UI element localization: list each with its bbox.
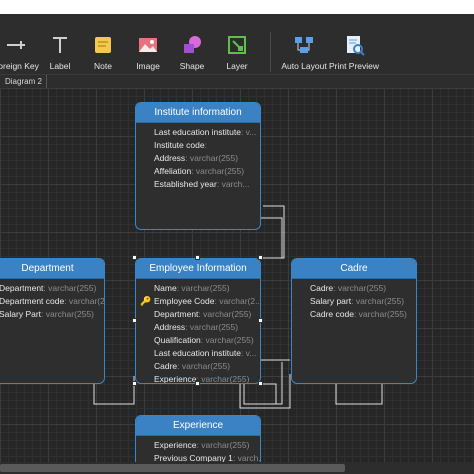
field-row[interactable]: Last education institute: v... [154, 348, 257, 358]
note-label: Note [94, 61, 112, 71]
connector-institute-employee-2 [262, 205, 285, 259]
entity-experience[interactable]: Experience Experience: varchar(255) Prev… [135, 415, 261, 462]
entity-cadre[interactable]: Cadre Cadre: varchar(255) Salary part: v… [291, 258, 417, 384]
field-row[interactable]: Previous Company 1: varch... [154, 453, 260, 462]
resize-handle[interactable] [258, 318, 263, 323]
connector-employee-experience [262, 383, 277, 404]
shape-button[interactable]: Shape [176, 14, 208, 74]
entity-employee-information[interactable]: Employee Information Name: varchar(255) … [135, 258, 261, 384]
resize-handle[interactable] [258, 381, 263, 386]
toolbar-separator [270, 32, 271, 72]
field-row[interactable]: Cadre: varchar(255) [310, 283, 387, 293]
print-preview-button[interactable]: Print Preview [328, 14, 380, 74]
horizontal-scrollbar[interactable] [0, 462, 474, 474]
image-label: Image [136, 61, 160, 71]
field-row[interactable]: Department: varchar(255) [0, 283, 97, 293]
note-button[interactable]: Note [88, 14, 118, 74]
field-row[interactable]: Name: varchar(255) [154, 283, 230, 293]
relationship-connectors [93, 205, 383, 409]
field-row[interactable]: Address: varchar(255) [154, 153, 239, 163]
connector-employee-cadre-2 [243, 362, 283, 405]
field-row[interactable]: Department: varchar(255) [154, 309, 252, 319]
layer-button[interactable]: Layer [222, 14, 252, 74]
field-row[interactable]: Experience: varchar(255) [154, 374, 250, 384]
label-label: Label [49, 61, 71, 71]
field-row[interactable]: Cadre code: varchar(255) [310, 309, 407, 319]
image-icon [137, 34, 159, 56]
diagram-canvas[interactable]: Institute information Last education ins… [0, 88, 474, 462]
field-row[interactable]: Address: varchar(255) [154, 322, 239, 332]
entity-department[interactable]: Department Department: varchar(255) Depa… [0, 258, 105, 384]
auto-layout-icon [293, 34, 315, 56]
shape-icon [181, 34, 203, 56]
resize-handle[interactable] [258, 255, 263, 260]
field-row[interactable]: Salary Part: varchar(255) [0, 309, 94, 319]
field-row[interactable]: Qualification: varchar(255) [154, 335, 254, 345]
resize-handle[interactable] [132, 318, 137, 323]
field-row[interactable]: Department code: varchar(255) [0, 296, 104, 306]
auto-layout-label: Auto Layout [281, 61, 327, 71]
auto-layout-button[interactable]: Auto Layout [280, 14, 328, 74]
entity-title: Employee Information [136, 259, 260, 279]
entity-title: Cadre [292, 259, 416, 279]
layer-icon [226, 34, 248, 56]
entity-title: Institute information [136, 103, 260, 123]
entity-title: Experience [136, 416, 260, 436]
connector-employee-cadre-3 [239, 372, 291, 409]
window-top-edge [0, 0, 474, 14]
resize-handle[interactable] [132, 381, 137, 386]
resize-handle[interactable] [132, 255, 137, 260]
label-button[interactable]: Label [46, 14, 74, 74]
field-row[interactable]: Affeliation: varchar(255) [154, 166, 245, 176]
print-preview-label: Print Preview [328, 61, 380, 71]
label-icon [49, 34, 71, 56]
er-diagram-app: Foreign Key Label Note Image Shape [0, 14, 474, 474]
foreign-key-button[interactable]: Foreign Key [0, 14, 40, 74]
entity-institute-information[interactable]: Institute information Last education ins… [135, 102, 261, 230]
resize-handle[interactable] [195, 255, 200, 260]
foreign-key-icon [5, 34, 27, 56]
shape-label: Shape [179, 61, 205, 71]
image-button[interactable]: Image [132, 14, 164, 74]
note-icon [92, 34, 114, 56]
toolbar: Foreign Key Label Note Image Shape [0, 14, 474, 74]
tab-diagram-2[interactable]: Diagram 2 [0, 75, 47, 89]
foreign-key-label: Foreign Key [0, 61, 39, 71]
field-row[interactable]: Salary part: varchar(255) [310, 296, 405, 306]
field-row[interactable]: Experience: varchar(255) [154, 440, 250, 450]
print-preview-icon [343, 34, 365, 56]
scrollbar-thumb[interactable] [0, 464, 345, 472]
entity-title: Department [0, 259, 104, 279]
field-row-primary-key[interactable]: 🔑Employee Code: varchar(2... [140, 296, 260, 306]
primary-key-icon: 🔑 [140, 296, 152, 306]
connector-institute-employee [260, 217, 283, 259]
field-row[interactable]: Institute code: [154, 140, 207, 150]
field-row[interactable]: Last education institute: v... [154, 127, 257, 137]
connector-cadre-self [335, 382, 383, 405]
field-row[interactable]: Cadre: varchar(255) [154, 361, 231, 371]
diagram-tab-bar: Diagram 2 [0, 74, 474, 89]
layer-label: Layer [226, 61, 248, 71]
field-row[interactable]: Established year: varch... [154, 179, 250, 189]
resize-handle[interactable] [195, 381, 200, 386]
